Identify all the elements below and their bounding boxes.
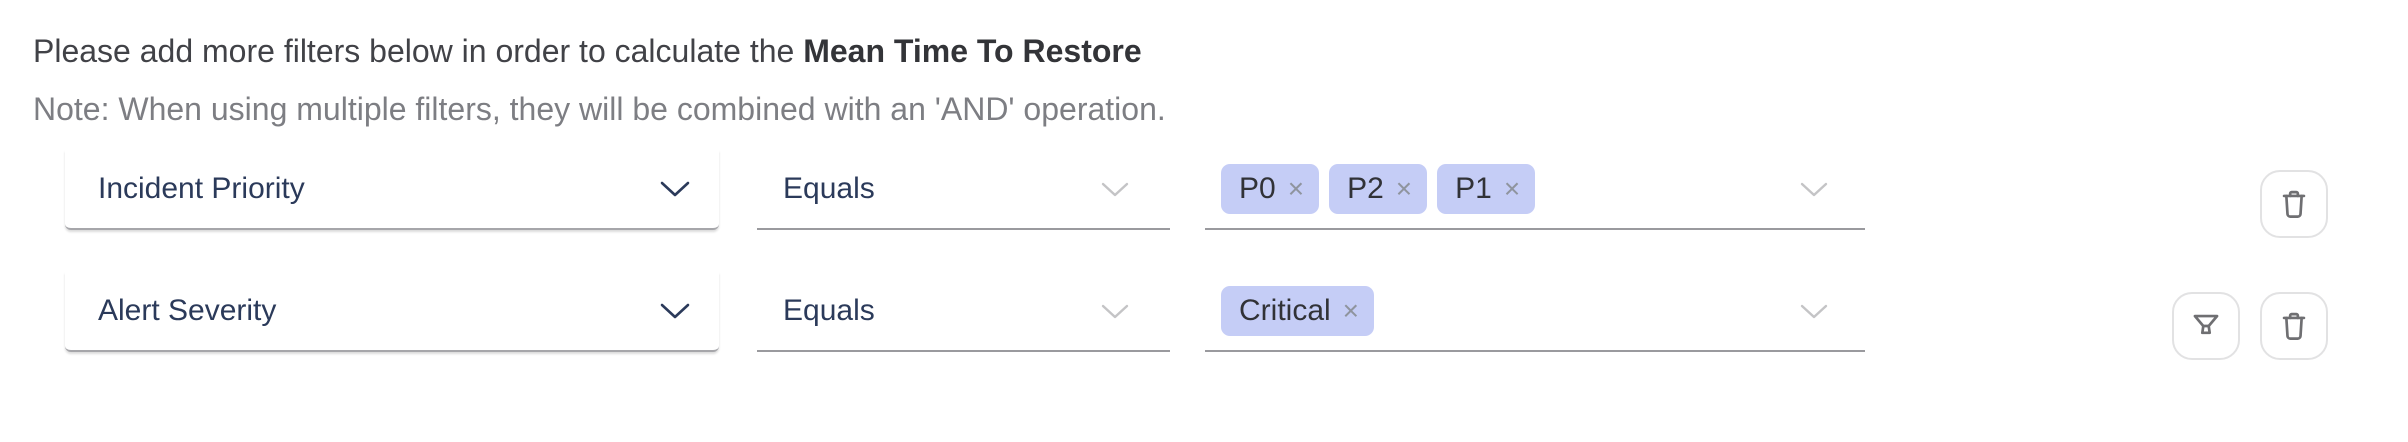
value-tag-label: P1 bbox=[1455, 172, 1492, 205]
value-tag: Critical × bbox=[1221, 286, 1375, 336]
chevron-down-icon bbox=[1101, 304, 1129, 318]
value-tag: P2 × bbox=[1329, 164, 1428, 214]
instructions-intro: Please add more filters below in order t… bbox=[33, 33, 804, 69]
selected-values: Critical × bbox=[1221, 286, 1799, 336]
trash-icon bbox=[2282, 312, 2306, 340]
operator-select-value: Equals bbox=[783, 172, 875, 205]
attribute-select-value: Incident Priority bbox=[98, 172, 305, 205]
filters-note-text: Note: When using multiple filters, they … bbox=[33, 91, 1166, 127]
attribute-select[interactable]: Incident Priority bbox=[65, 150, 719, 230]
values-multiselect[interactable]: P0 × P2 × P1 × bbox=[1205, 150, 1865, 230]
trash-icon bbox=[2282, 190, 2306, 218]
funnel-icon bbox=[2193, 314, 2219, 335]
value-tag-label: P0 bbox=[1239, 172, 1276, 205]
value-tag-label: Critical bbox=[1239, 294, 1331, 327]
chevron-down-icon bbox=[660, 181, 690, 197]
chevron-down-icon bbox=[1800, 304, 1828, 318]
chevron-down-icon bbox=[660, 303, 690, 319]
selected-values: P0 × P2 × P1 × bbox=[1221, 164, 1799, 214]
attribute-select[interactable]: Alert Severity bbox=[65, 272, 719, 352]
metric-name: Mean Time To Restore bbox=[803, 33, 1142, 69]
values-multiselect[interactable]: Critical × bbox=[1205, 272, 1865, 352]
delete-filter-button[interactable] bbox=[2260, 170, 2328, 238]
remove-tag-icon[interactable]: × bbox=[1287, 173, 1305, 204]
chevron-down-icon bbox=[1800, 182, 1828, 196]
value-tag: P1 × bbox=[1437, 164, 1536, 214]
remove-tag-icon[interactable]: × bbox=[1503, 173, 1521, 204]
apply-filter-button[interactable] bbox=[2172, 292, 2240, 360]
chevron-down-icon bbox=[1101, 182, 1129, 196]
operator-select[interactable]: Equals bbox=[757, 272, 1170, 352]
attribute-select-value: Alert Severity bbox=[98, 294, 277, 327]
remove-tag-icon[interactable]: × bbox=[1342, 295, 1360, 326]
instructions-text: Please add more filters below in order t… bbox=[33, 32, 1142, 70]
remove-tag-icon[interactable]: × bbox=[1395, 173, 1413, 204]
operator-select[interactable]: Equals bbox=[757, 150, 1170, 230]
value-tag: P0 × bbox=[1221, 164, 1320, 214]
delete-filter-button[interactable] bbox=[2260, 292, 2328, 360]
value-tag-label: P2 bbox=[1347, 172, 1384, 205]
operator-select-value: Equals bbox=[783, 294, 875, 327]
